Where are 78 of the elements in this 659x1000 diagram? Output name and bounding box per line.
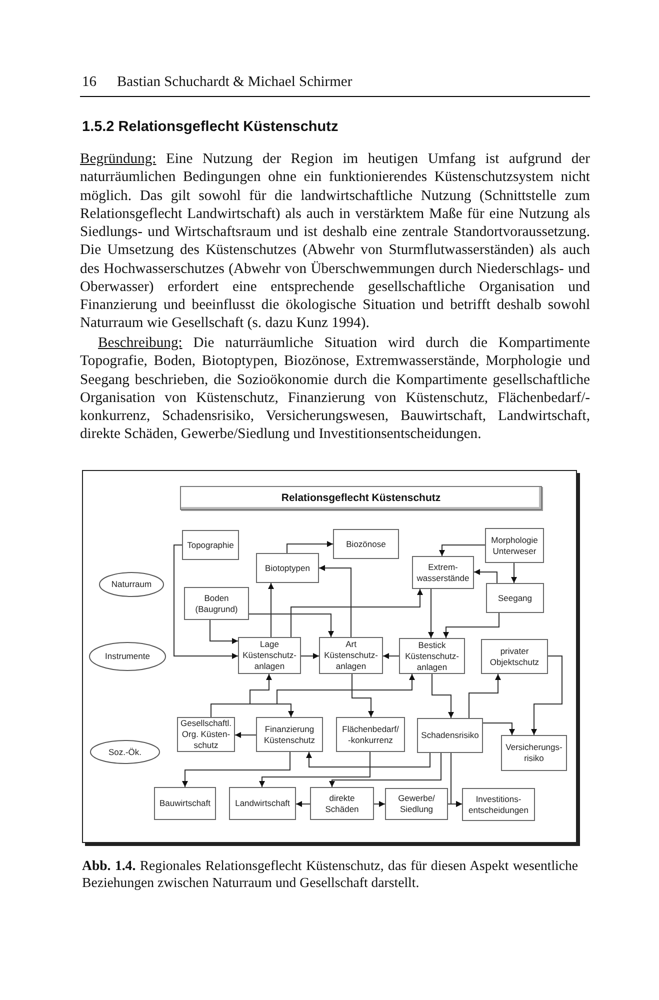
- arrow: [210, 674, 415, 718]
- concept-box: [486, 583, 544, 613]
- box-label: Relationsgeflecht Küstenschutz: [281, 492, 441, 504]
- box-label: Morphologie Unterweser: [490, 534, 539, 556]
- category-label: Soz.-Ök.: [108, 746, 142, 758]
- box-label: Topographie: [187, 540, 234, 550]
- concept-box: [333, 529, 399, 559]
- arrow: [296, 801, 310, 807]
- box-label: Investitions- entscheidungen: [467, 794, 530, 816]
- page-number: 16: [82, 74, 96, 91]
- box-label: privater Objektschutz: [488, 646, 540, 668]
- box-label: Finanzierung Küstenschutz: [262, 724, 316, 746]
- box-label: Bestick Küstenschutz- anlagen: [404, 640, 460, 672]
- box-label: Biotoptypen: [265, 562, 310, 574]
- arrow: [329, 752, 442, 788]
- concept-box: [182, 530, 239, 560]
- arrow: [382, 653, 400, 659]
- arrow: [286, 541, 334, 554]
- concept-box: [485, 528, 544, 563]
- arrow: [531, 656, 562, 736]
- concept-box: [154, 787, 216, 820]
- banner-box: [180, 486, 542, 510]
- arrow: [306, 752, 430, 768]
- box-label: Lage Küstenschutz- anlagen: [242, 639, 298, 672]
- arrow: [443, 612, 500, 638]
- box-label: Schadensrisiko: [421, 730, 479, 741]
- category-label: Instrumente: [105, 651, 150, 662]
- category-label: Naturraum: [111, 579, 152, 590]
- box-label: Extrem- wasserstände: [416, 562, 470, 584]
- box-label: Flächenbedarf/ -konkurrenz: [341, 724, 400, 746]
- concept-box: [501, 735, 567, 771]
- arrow: [439, 544, 486, 556]
- body-paragraph: Beschreibung: Die naturräumliche Situation wird durch die Kompartimente Topografie, Boden, Biotoptypen, Biozönose, Extremwasserstände, Morphologie und Seegang beschrieben, die Sozioökonomie durch die Kompartimente gesellschaftliche Organisation von Küstenschutz, Finanzierung von Küstenschutz, Flächenbedarf/-konkurrenz, Schadensrisiko, Versicherungswesen, Bauwirtschaft, Landwirtschaft, direkte Schäden, Gewerbe/Siedlung und Investitionsentscheidungen.: [80, 334, 590, 444]
- arrow: [318, 565, 352, 638]
- concept-box: [336, 717, 405, 752]
- arrow: [248, 614, 334, 638]
- concept-box: [417, 718, 483, 753]
- arrow: [290, 588, 423, 638]
- arrow: [474, 569, 498, 584]
- body-paragraph: Begründung: Eine Nutzung der Region im heutigen Umfang ist aufgrund der naturräumlichen Bedingungen ohne ein funktionierendes Küstenschutzsystem nicht möglich. Das gilt sowohl für die landwirtschaftliche Nutzung (Schnittstelle zum Relationsgeflecht Landwirtschaft) als auch in verstärktem Maße für eine Nutzung als Siedlungs- und Wirtschaftsraum und ist deshalb eine zentrale Standortvoraussetzung. Die Umsetzung des Küstenschutzes (Abwehr von Sturmflutwasserständen) als auch des Hochwasserschutzes (Abwehr von Überschwemmungen durch Niederschlags- und Oberwasser) erfordert eine entsprechende gesellschaftliche Organisation und Finanzierung und beeinflusst die ökologische Situation und betrifft deshalb sowohl Naturraum wie Gesellschaft (s. dazu Kunz 1994).: [80, 150, 590, 332]
- arrow: [482, 722, 515, 736]
- box-label: Landwirtschaft: [235, 798, 290, 809]
- figure-caption: Abb. 1.4. Regionales Relationsgeflecht Küstenschutz, das für diesen Aspekt wesentliche Beziehungen zwischen Naturraum und Gesellschaft darstellt.: [82, 857, 578, 891]
- arrow: [468, 674, 501, 718]
- concept-box: [184, 587, 249, 620]
- box-label: Biozönose: [346, 538, 386, 550]
- box-label: Bauwirtschaft: [159, 798, 211, 809]
- arrow: [300, 653, 320, 659]
- concept-box: [412, 556, 474, 589]
- box-label: Gesellschaftl. Org. Küsten- schutz: [180, 718, 232, 751]
- arrow: [234, 732, 256, 738]
- concept-box: [256, 717, 323, 752]
- box-label: Boden (Baugrund): [194, 592, 239, 614]
- arrow: [174, 544, 238, 659]
- concept-box: [481, 639, 548, 674]
- concept-box: [229, 787, 296, 820]
- arrow: [210, 620, 238, 644]
- arrow: [511, 562, 517, 584]
- concept-box: [462, 788, 535, 821]
- concept-box: [399, 638, 465, 674]
- arrow: [374, 801, 386, 807]
- arrow: [259, 752, 370, 788]
- arrow: [450, 752, 462, 807]
- arrow: [352, 674, 374, 718]
- box-label: Art Küstenschutz- anlagen: [323, 639, 379, 672]
- arrow: [268, 582, 274, 638]
- concept-box: [256, 553, 319, 583]
- box-label: Gewerbe/ Siedlung: [397, 793, 436, 815]
- arrow: [182, 752, 290, 788]
- concept-box: [310, 787, 374, 820]
- box-label: direkte Schäden: [324, 792, 360, 814]
- section-heading: 1.5.2 Relationsgeflecht Küstenschutz: [82, 118, 338, 136]
- arrow: [428, 588, 434, 638]
- concept-box: [385, 788, 448, 820]
- arrow: [432, 674, 454, 718]
- running-header: Bastian Schuchardt & Michael Schirmer: [117, 74, 352, 91]
- box-label: Seegang: [498, 592, 532, 604]
- box-label: Versicherungs- risiko: [504, 742, 564, 764]
